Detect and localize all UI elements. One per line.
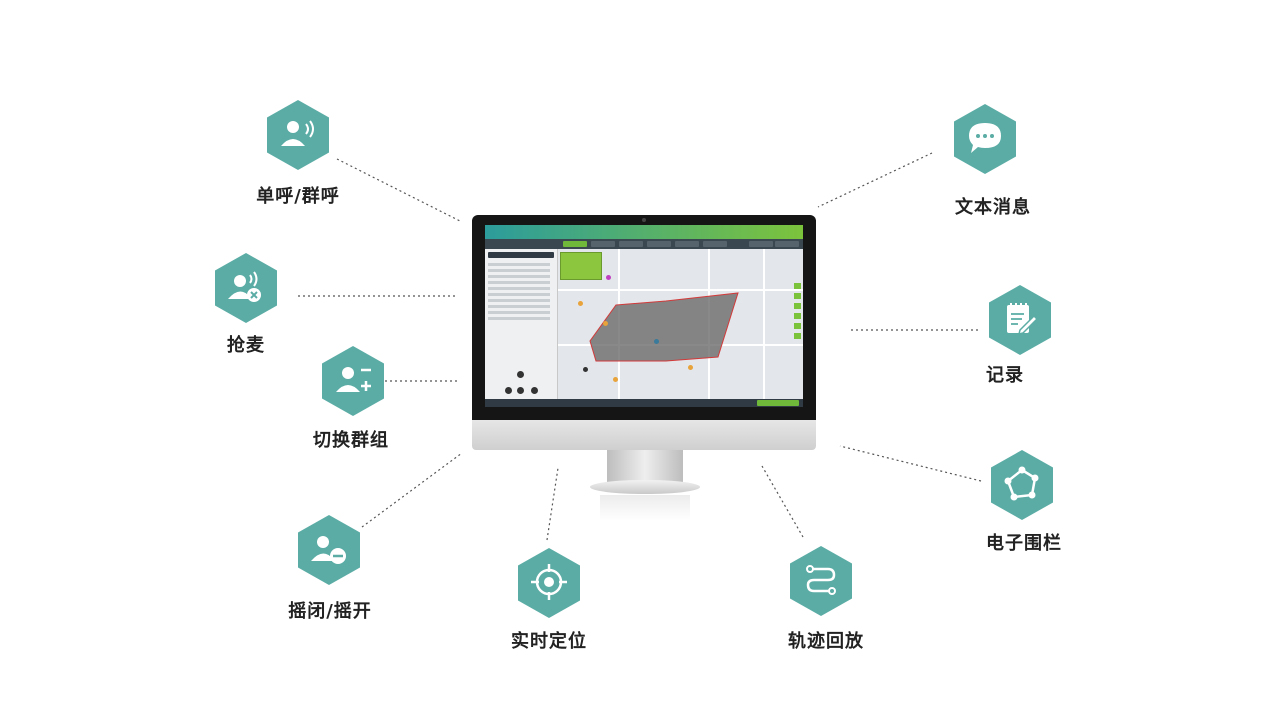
- status-button: [757, 400, 799, 406]
- sidebar-row: [488, 311, 550, 314]
- sidebar-row: [488, 305, 550, 308]
- map-road: [558, 289, 803, 291]
- map-tool: [794, 283, 801, 289]
- camera-dot: [642, 218, 646, 222]
- sidebar-row: [488, 293, 550, 296]
- switch-feature-label: 切换群组: [313, 430, 389, 451]
- locate-feature-label: 实时定位: [511, 631, 587, 652]
- sidebar-row: [488, 317, 550, 320]
- track-feature-label: 轨迹回放: [788, 631, 864, 652]
- sidebar-row: [488, 287, 550, 290]
- locate-feature-hex: [518, 548, 580, 618]
- nav-button: [619, 241, 643, 247]
- ptt-button: [531, 387, 538, 394]
- ptt-button: [505, 387, 512, 394]
- ptt-button: [517, 387, 524, 394]
- sidebar-row: [488, 263, 550, 266]
- monitor: [472, 215, 816, 450]
- fence-feature-label: 电子围栏: [986, 533, 1062, 554]
- app-sidebar: [485, 249, 558, 407]
- app-navbar: [485, 239, 803, 249]
- call-feature-label: 单呼/群呼: [256, 186, 340, 207]
- monitor-stand-base: [590, 480, 700, 494]
- sidebar-search: [488, 252, 554, 258]
- app-topbar: [485, 225, 803, 239]
- map-marker: [688, 365, 693, 370]
- nav-button: [563, 241, 587, 247]
- person-minus-icon: [311, 536, 346, 564]
- person-voice-icon: [281, 120, 314, 146]
- grab-feature-label: 抢麦: [227, 335, 265, 356]
- map-tool: [794, 323, 801, 329]
- person-mute-icon: [228, 271, 261, 302]
- map-marker: [613, 377, 618, 382]
- chat-bubble-icon: [969, 123, 1001, 153]
- map-tool: [794, 333, 801, 339]
- sidebar-row: [488, 269, 550, 272]
- notepad-icon: [1007, 303, 1039, 336]
- color-palette: [560, 252, 602, 280]
- map-tool: [794, 313, 801, 319]
- nav-button: [749, 241, 773, 247]
- map-tool: [794, 293, 801, 299]
- map-tool: [794, 303, 801, 309]
- monitor-bezel: [472, 215, 816, 420]
- app-statusbar: [485, 399, 803, 407]
- map-road: [763, 249, 765, 399]
- map-marker: [603, 321, 608, 326]
- sidebar-row: [488, 281, 550, 284]
- nav-button: [775, 241, 799, 247]
- ptt-button: [517, 371, 524, 378]
- map-marker: [606, 275, 611, 280]
- nav-button: [703, 241, 727, 247]
- stun-feature-hex: [298, 515, 360, 585]
- map-marker: [654, 339, 659, 344]
- track-feature-hex: [790, 546, 852, 616]
- polygon-fence-icon: [1004, 466, 1039, 501]
- map-marker: [583, 367, 588, 372]
- stand-reflection: [600, 495, 690, 521]
- call-feature-hex: [267, 100, 329, 170]
- route-icon: [806, 565, 836, 595]
- sidebar-row: [488, 299, 550, 302]
- nav-button: [675, 241, 699, 247]
- nav-button: [591, 241, 615, 247]
- sidebar-row: [488, 275, 550, 278]
- monitor-chin: [472, 420, 816, 450]
- monitor-stand-neck: [607, 450, 683, 482]
- map-marker: [578, 301, 583, 306]
- location-target-icon: [531, 564, 567, 600]
- nav-button: [647, 241, 671, 247]
- dispatch-screen: [485, 225, 803, 407]
- geofence-polygon: [589, 292, 739, 362]
- stun-feature-label: 摇闭/摇开: [288, 601, 372, 622]
- message-feature-label: 文本消息: [955, 197, 1031, 218]
- record-feature-label: 记录: [986, 365, 1024, 386]
- map-view: [558, 249, 803, 399]
- person-switch-icon: [336, 367, 371, 392]
